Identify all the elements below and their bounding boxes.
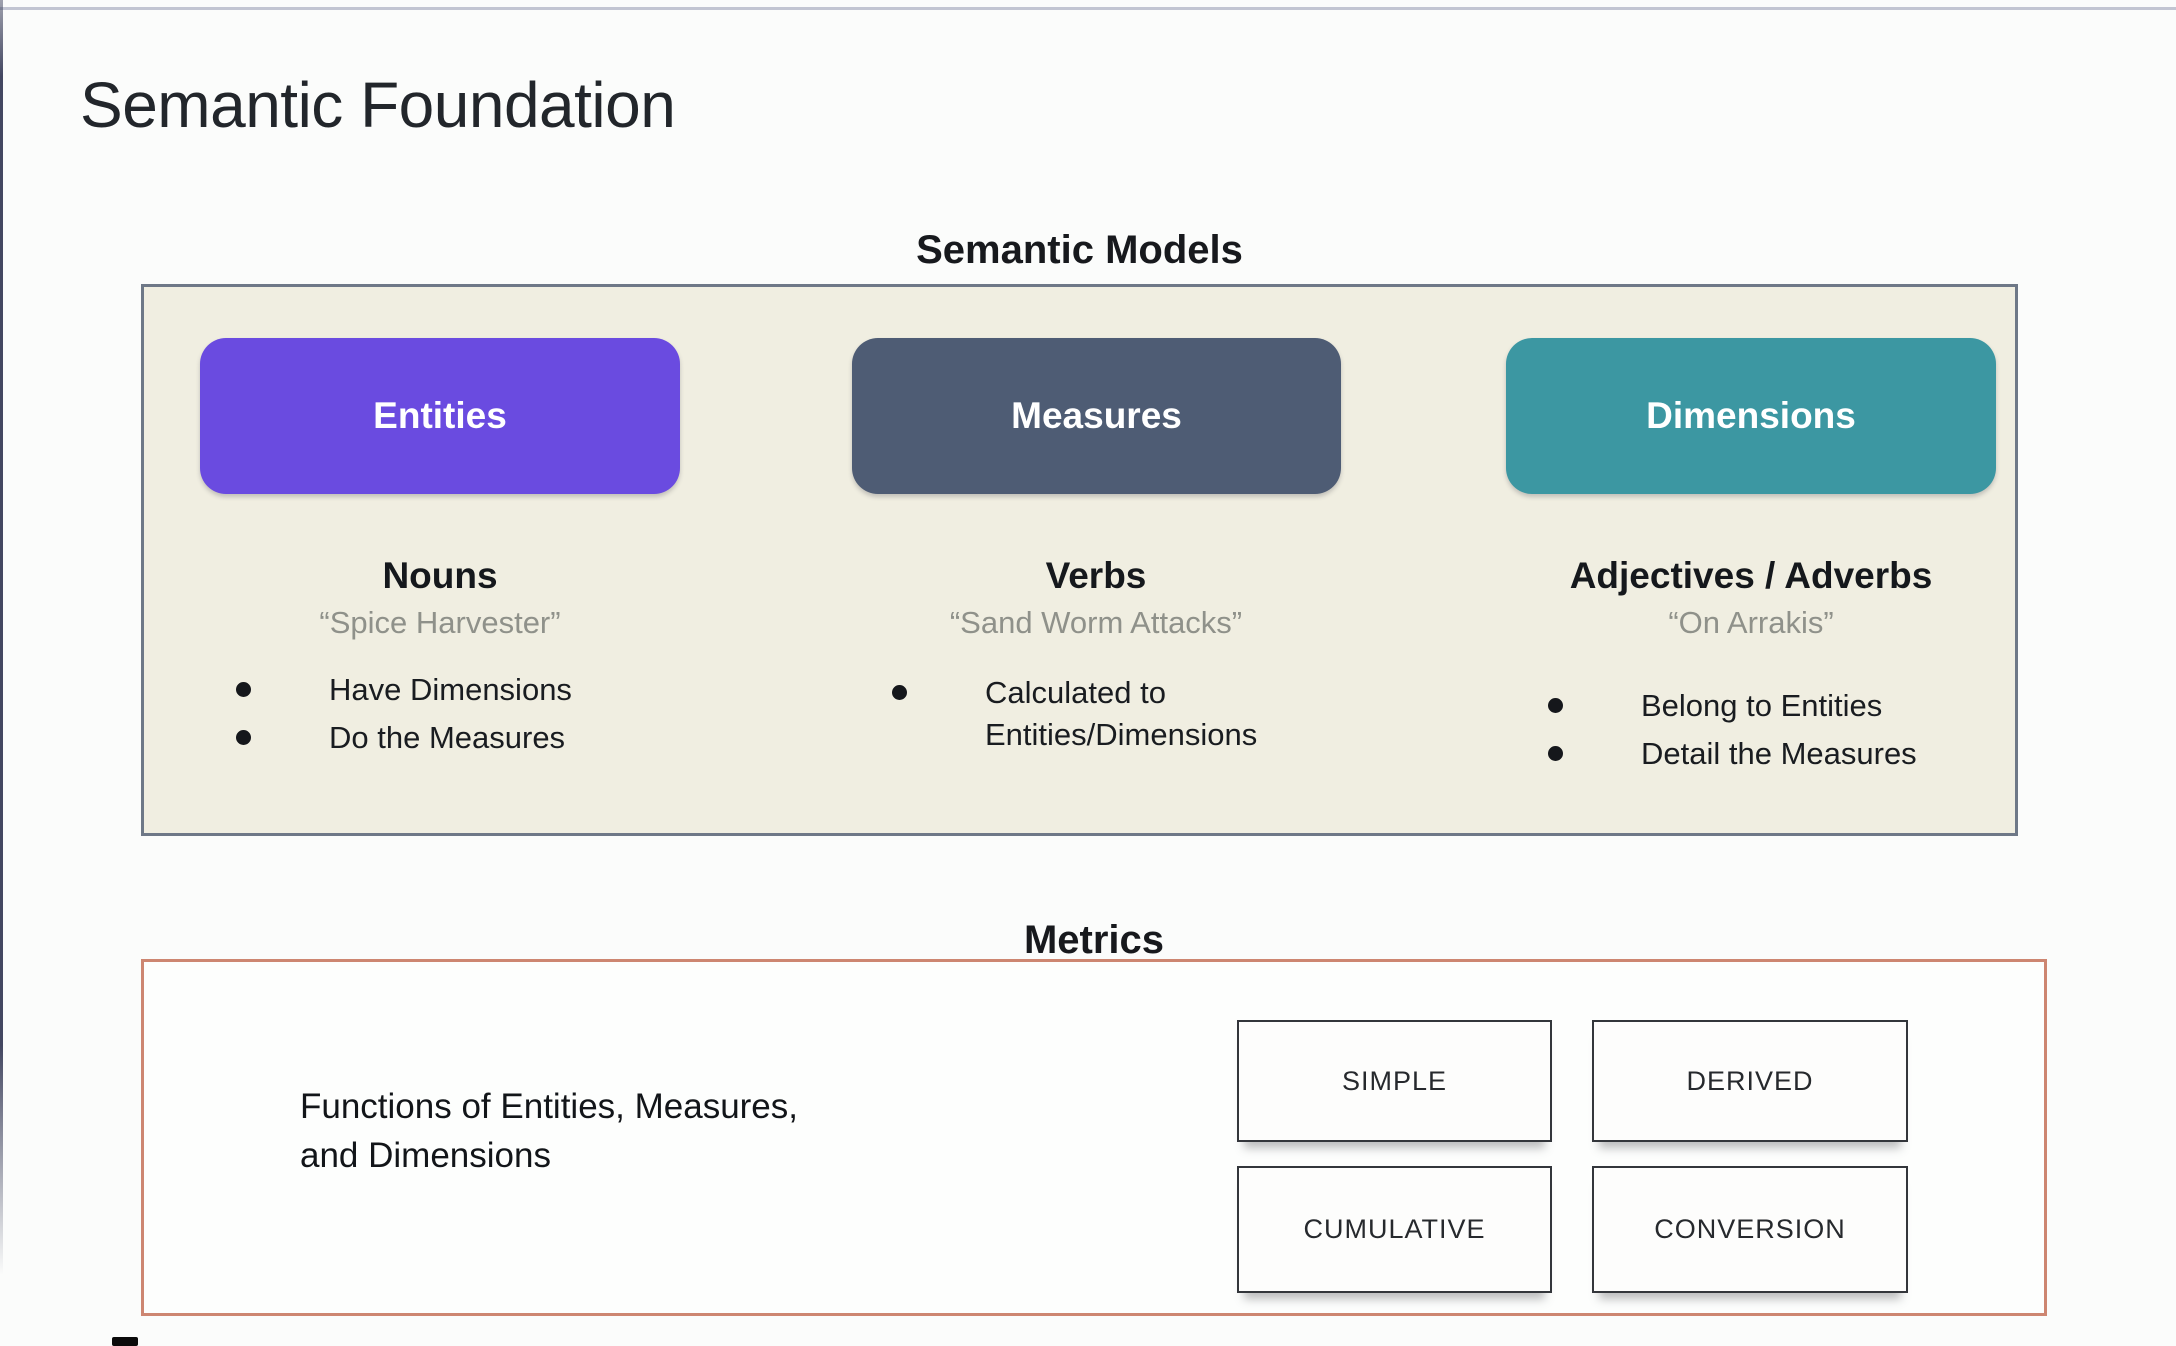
dimensions-bullet-list: Belong to Entities Detail the Measures [1548,685,2048,781]
metric-type-conversion: CONVERSION [1592,1166,1908,1293]
entities-pill-label: Entities [373,395,507,436]
list-item: Detail the Measures [1548,733,2048,775]
metric-type-label: DERIVED [1686,1065,1814,1096]
metric-type-simple: SIMPLE [1237,1020,1552,1142]
metrics-description: Functions of Entities, Measures, and Dim… [300,1082,798,1180]
bullet-label: Calculated to Entities/Dimensions [985,675,1258,752]
metric-type-derived: DERIVED [1592,1020,1908,1142]
measures-quote: “Sand Worm Attacks” [949,605,1243,640]
dimensions-pill: Dimensions [1506,338,1996,494]
bullet-label: Have Dimensions [329,672,572,707]
entities-part-of-speech: Nouns [382,555,498,596]
entities-pill: Entities [200,338,680,494]
slide-frame-left-line [0,0,3,1275]
bullet-dot-icon [1548,698,1563,713]
list-item: Have Dimensions [236,669,716,711]
metrics-heading: Metrics [1023,918,1165,962]
bullet-label: Detail the Measures [1641,736,1917,771]
bullet-dot-icon [1548,746,1563,761]
bottom-left-mark [112,1337,138,1346]
metrics-description-line-2: and Dimensions [300,1136,551,1175]
metric-type-cumulative: CUMULATIVE [1237,1166,1552,1293]
slide-title: Semantic Foundation [80,69,676,141]
measures-pill: Measures [852,338,1341,494]
semantic-models-panel: Entities Measures Dimensions Nouns “Spic… [141,284,2018,836]
list-item: Do the Measures [236,717,716,759]
bullet-label: Do the Measures [329,720,566,755]
measures-pill-label: Measures [1011,395,1182,436]
bullet-dot-icon [236,730,251,745]
bullet-dot-icon [892,685,907,700]
measures-part-of-speech: Verbs [1045,555,1147,596]
bullet-dot-icon [236,682,251,697]
metric-type-label: CUMULATIVE [1303,1214,1486,1244]
list-item: Belong to Entities [1548,685,2048,727]
measures-bullet-list: Calculated to Entities/Dimensions [892,672,1392,762]
metric-type-label: CONVERSION [1654,1214,1846,1244]
dimensions-part-of-speech: Adjectives / Adverbs [1569,555,1933,596]
entities-bullet-list: Have Dimensions Do the Measures [236,669,716,765]
metric-type-label: SIMPLE [1341,1065,1448,1096]
dimensions-pill-label: Dimensions [1646,395,1856,436]
entities-quote: “Spice Harvester” [319,605,561,640]
dimensions-quote: “On Arrakis” [1668,605,1834,640]
metrics-panel: Functions of Entities, Measures, and Dim… [141,959,2047,1316]
metrics-description-line-1: Functions of Entities, Measures, [300,1087,798,1126]
list-item: Calculated to Entities/Dimensions [892,672,1392,756]
slide-frame-top-line [0,7,2176,10]
bullet-label: Belong to Entities [1641,688,1883,723]
semantic-models-heading: Semantic Models [916,228,1243,272]
